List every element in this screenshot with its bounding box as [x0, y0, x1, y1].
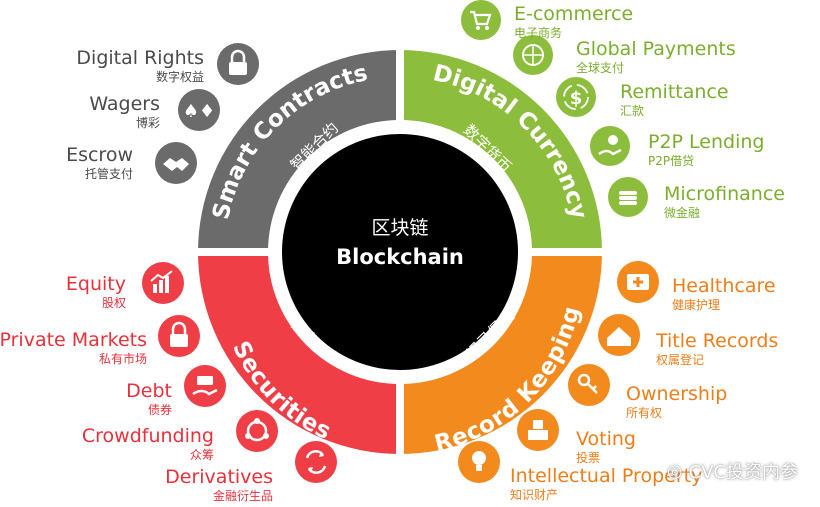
arrows-icon	[295, 441, 337, 483]
lock-icon	[217, 43, 259, 85]
bulb-icon	[458, 441, 500, 483]
house-car-icon	[598, 314, 640, 356]
people-icon	[236, 410, 278, 452]
hand-money-icon	[184, 365, 226, 407]
quadrant-record-keeping	[400, 252, 602, 454]
lock-icon	[158, 315, 200, 357]
wechat-icon: ◎	[666, 460, 683, 482]
dollar-cycle-icon: $	[556, 77, 596, 117]
svg-text:$: $	[570, 88, 583, 109]
chart-icon	[142, 262, 184, 304]
key-icon	[568, 364, 610, 406]
coins-icon	[608, 177, 648, 217]
medical-folder-icon	[617, 261, 659, 303]
quadrant-securities	[198, 252, 400, 454]
watermark: ◎CVC投资内参	[667, 458, 798, 484]
center-zh: 区块链	[371, 217, 428, 239]
center-en: Blockchain	[336, 245, 464, 269]
cart-icon	[461, 0, 501, 40]
hand-coin-icon	[590, 126, 630, 166]
quadrant-digital-currency	[400, 50, 602, 252]
quadrant-smart-contracts	[198, 50, 400, 252]
ballot-icon	[517, 409, 559, 451]
cards-icon: ♠♦	[178, 89, 220, 131]
handshake-icon	[155, 142, 197, 184]
globe-icon	[513, 35, 553, 75]
watermark-text: CVC投资内参	[688, 462, 798, 483]
svg-text:♠♦: ♠♦	[183, 101, 215, 122]
